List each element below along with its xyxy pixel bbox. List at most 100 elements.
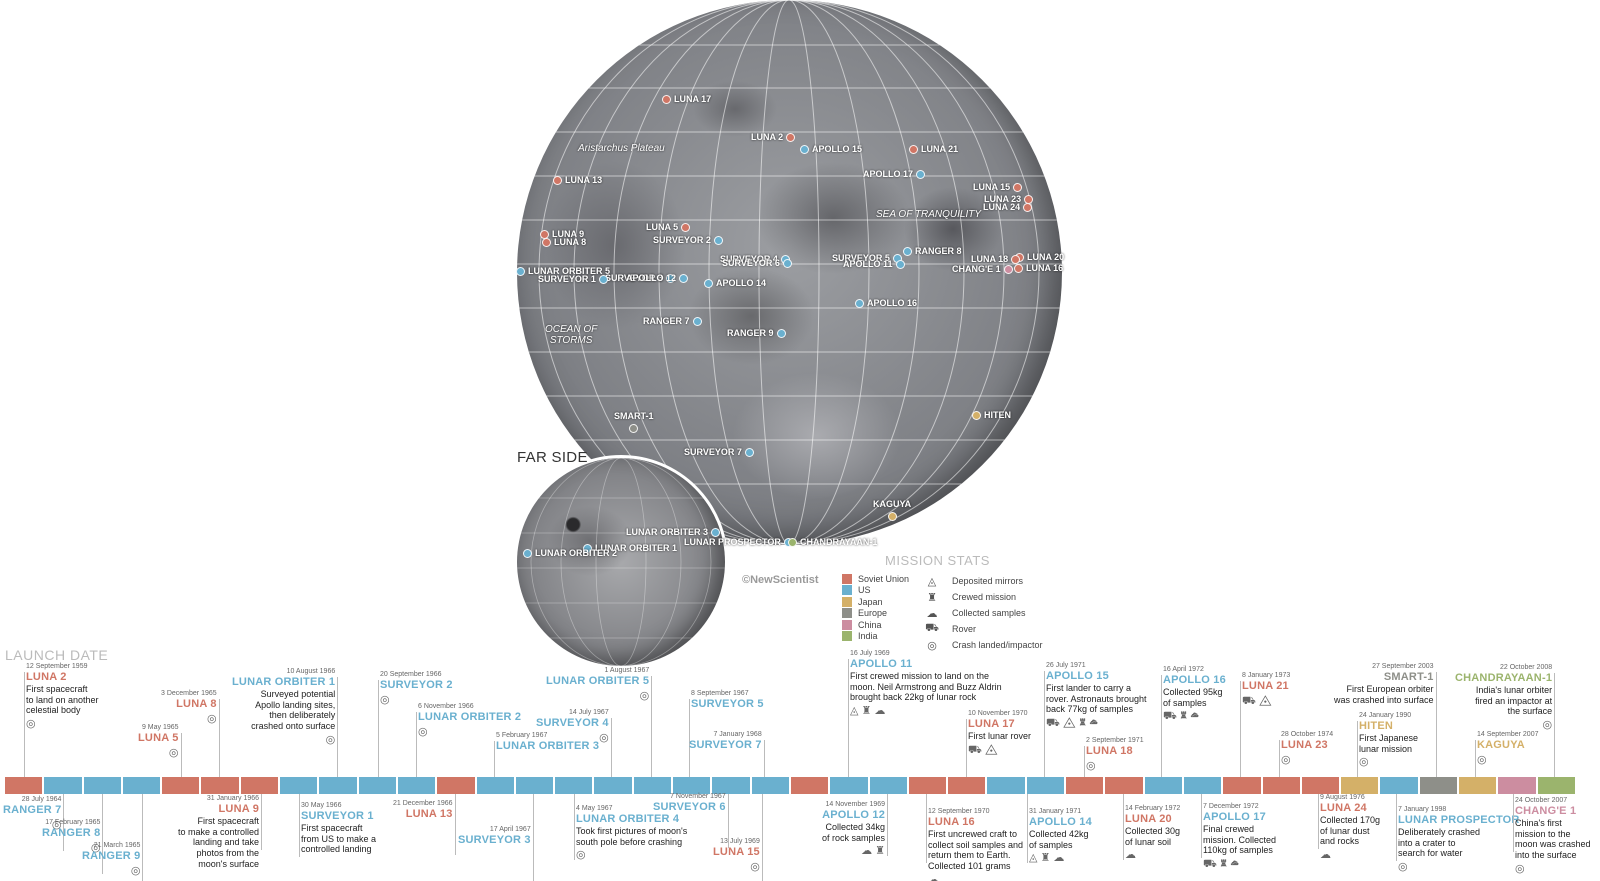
landing-site-marker[interactable]: APOLLO 11 <box>843 260 905 269</box>
site-label: SURVEYOR 5 <box>832 253 890 263</box>
event-stem <box>261 794 262 850</box>
site-label: LUNAR ORBITER 2 <box>535 548 618 558</box>
site-dot-icon <box>692 317 702 326</box>
event-name: LUNAR PROSPECTOR <box>1398 814 1520 827</box>
landing-site-marker[interactable]: SURVEYOR 3 <box>605 274 675 283</box>
landing-site-marker[interactable]: LUNAR ORBITER 3 <box>626 528 721 537</box>
event-stem <box>24 672 25 777</box>
landing-site-marker[interactable]: SURVEYOR 2 <box>653 236 723 245</box>
timeline-segment <box>1066 777 1104 794</box>
event-name: LUNAR ORBITER 5 <box>546 675 650 688</box>
landing-site-marker[interactable]: CHANDRAYAAN-1 <box>788 538 877 547</box>
landing-site-marker[interactable]: HITEN <box>972 411 1011 420</box>
landing-site-marker[interactable]: LUNA 2 <box>751 132 796 142</box>
landing-site-marker[interactable]: LUNA 24 <box>983 203 1033 212</box>
event-date: 31 January 1971 <box>1029 808 1082 815</box>
landing-site-marker[interactable]: SURVEYOR 6 <box>722 259 792 268</box>
site-dot-icon <box>887 512 897 521</box>
landing-site-marker[interactable]: LUNAR ORBITER 2 <box>523 549 617 558</box>
event-stem <box>494 741 495 777</box>
region-label: Aristarchus Plateau <box>578 143 665 154</box>
landing-site-marker[interactable]: LUNA 13 <box>553 176 602 185</box>
event-stem <box>728 794 729 848</box>
landing-site-marker[interactable]: RANGER 8 <box>903 247 962 256</box>
event-stem <box>651 676 652 777</box>
landing-site-marker[interactable]: LUNA 21 <box>909 145 958 154</box>
landing-site-marker[interactable]: LUNA 16 <box>1014 264 1063 273</box>
site-dot-icon <box>1014 264 1023 273</box>
site-label: SURVEYOR 1 <box>538 274 596 284</box>
landing-site-marker[interactable]: APOLLO 16 <box>855 299 917 308</box>
timeline-segment <box>515 777 554 794</box>
landing-site-marker[interactable]: LUNA 8 <box>542 238 586 247</box>
landing-site-marker[interactable]: LUNA 20 <box>1015 253 1064 262</box>
event-date: 22 October 2008 <box>1499 664 1553 671</box>
landing-site-marker[interactable]: LUNAR ORBITER 5 <box>516 267 610 276</box>
icon-legend: ◬Deposited mirrors♜Crewed mission☁Collec… <box>922 573 1042 653</box>
landing-site-marker[interactable]: CHANG'E 1 <box>952 265 1013 274</box>
landing-site-marker[interactable]: LUNA 15 <box>973 183 1023 192</box>
landing-site-marker[interactable]: SMART-1 <box>614 412 654 433</box>
timeline-segment <box>1380 777 1418 794</box>
landing-site-marker[interactable]: LUNA 18 <box>971 255 1021 264</box>
landing-site-marker[interactable]: APOLLO 17 <box>863 170 926 179</box>
landing-site-marker[interactable]: LUNAR ORBITER 1 <box>583 544 677 553</box>
landing-site-marker[interactable]: LUNA 5 <box>646 223 691 232</box>
landing-site-marker[interactable]: RANGER 9 <box>727 329 786 338</box>
landing-site-marker[interactable]: KAGUYA <box>873 500 911 521</box>
landing-site-marker[interactable]: APOLLO 14 <box>704 279 766 288</box>
site-dot-icon <box>629 424 639 433</box>
timeline-segment <box>319 777 357 794</box>
site-label: LUNA 2 <box>751 132 784 142</box>
landing-site-marker[interactable]: APOLLO 12 <box>626 274 689 283</box>
landing-site-marker[interactable]: APOLLO 15 <box>800 145 862 154</box>
landing-site-marker[interactable]: SURVEYOR 7 <box>684 448 754 457</box>
landing-site-marker[interactable]: RANGER 7 <box>643 317 702 326</box>
event-date: 2 September 1971 <box>1086 737 1144 744</box>
landing-site-marker[interactable]: LUNAR PROSPECTOR <box>684 538 793 547</box>
landing-site-marker[interactable]: LUNA 17 <box>662 95 711 104</box>
event-date: 7 January 1998 <box>1398 806 1447 813</box>
landing-site-marker[interactable]: SURVEYOR 1 <box>538 275 608 284</box>
